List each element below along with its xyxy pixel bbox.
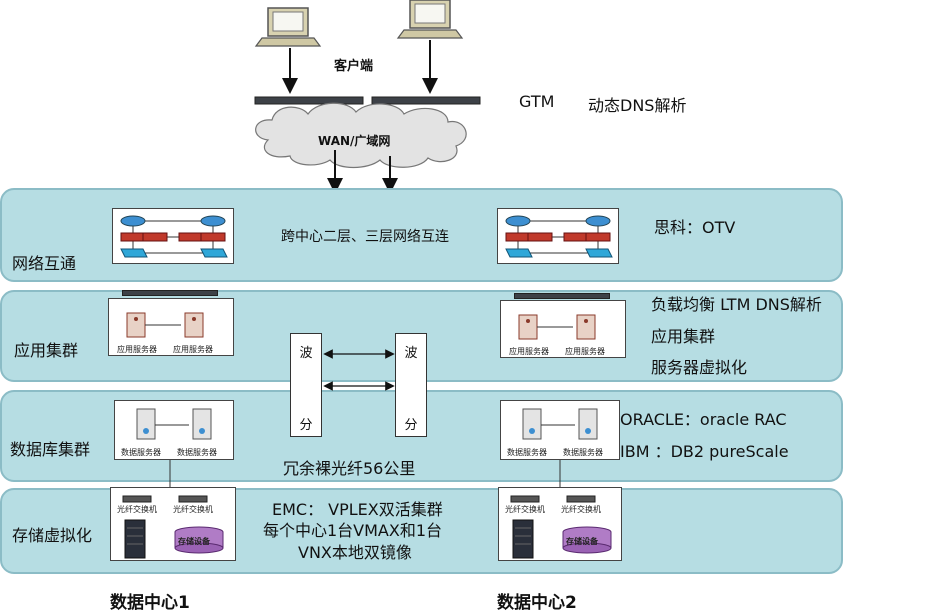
- db-note-ibm: IBM ：DB2 pureScale: [620, 442, 789, 461]
- storage-center-line-3: VNX本地双镜像: [298, 543, 412, 562]
- dc1-app-servers: 应用服务器 应用服务器: [108, 298, 234, 356]
- app-server-icon: [518, 314, 596, 340]
- datacenter-1-label: 数据中心1: [110, 593, 190, 613]
- fc-switch-caption: 光纤交换机: [505, 505, 545, 514]
- app-server-caption: 应用服务器: [565, 347, 605, 356]
- dc1-db-servers: 数据服务器 数据服务器: [114, 400, 234, 460]
- app-note-virt: 服务器虚拟化: [651, 358, 748, 377]
- network-layer-label: 网络互通: [12, 254, 77, 273]
- wave-char-top: 波: [299, 346, 313, 361]
- wave-char-bottom: 分: [299, 418, 313, 433]
- app-note-lb: 负载均衡 LTM DNS解析: [651, 295, 822, 314]
- dc1-storage-devices: 光纤交换机 光纤交换机 存储设备: [110, 487, 236, 561]
- db-server-caption: 数据服务器: [563, 448, 603, 457]
- db-layer-label: 数据库集群: [10, 440, 91, 459]
- top-graphics: [254, 0, 481, 194]
- client-label: 客户端: [334, 59, 374, 74]
- db-server-caption: 数据服务器: [507, 448, 547, 457]
- network-topology-icon: [505, 215, 613, 258]
- dc1-load-balancer: [122, 290, 218, 296]
- fc-switch-caption: 光纤交换机: [173, 505, 213, 514]
- storage-layer-label: 存储虚拟化: [12, 526, 93, 545]
- dc2-load-balancer: [514, 293, 610, 299]
- network-topology-icon: [120, 215, 228, 258]
- wave-char-top: 波: [404, 346, 418, 361]
- app-server-icon: [126, 312, 204, 338]
- db-server-icon: [136, 408, 212, 440]
- storage-icon: [510, 495, 612, 559]
- storage-icon: [122, 495, 224, 559]
- gtm-appliance-right: [371, 96, 481, 105]
- client-computer-icon: [396, 0, 464, 39]
- dc2-db-servers: 数据服务器 数据服务器: [500, 400, 620, 460]
- db-server-caption: 数据服务器: [121, 448, 161, 457]
- fc-switch-caption: 光纤交换机: [117, 505, 157, 514]
- app-server-caption: 应用服务器: [509, 347, 549, 356]
- gtm-label: GTM: [519, 92, 555, 111]
- wave-division-left: 波 分: [290, 333, 322, 437]
- datacenter-2-label: 数据中心2: [497, 593, 577, 613]
- wan-label: WAN/广域网: [318, 134, 391, 148]
- wave-char-bottom: 分: [404, 418, 418, 433]
- storage-center-line-1: EMC： VPLEX双活集群: [272, 500, 443, 519]
- dc2-app-servers: 应用服务器 应用服务器: [500, 300, 626, 358]
- db-server-caption: 数据服务器: [177, 448, 217, 457]
- fc-switch-caption: 光纤交换机: [561, 505, 601, 514]
- network-center-text: 跨中心二层、三层网络互连: [281, 229, 449, 245]
- dc2-storage-devices: 光纤交换机 光纤交换机 存储设备: [498, 487, 622, 561]
- storage-device-caption: 存储设备: [178, 537, 210, 546]
- network-note: 思科：OTV: [654, 218, 736, 237]
- db-server-icon: [522, 408, 598, 440]
- app-server-caption: 应用服务器: [173, 345, 213, 354]
- wave-arrows: [323, 349, 395, 391]
- db-storage-connectors: [169, 460, 561, 490]
- db-note-oracle: ORACLE：oracle RAC: [620, 410, 787, 429]
- client-computer-icon: [254, 7, 322, 47]
- dc1-network-topology: [112, 208, 234, 264]
- wan-cloud-icon: [255, 102, 467, 169]
- app-server-caption: 应用服务器: [117, 345, 157, 354]
- wave-division-right: 波 分: [395, 333, 427, 437]
- dc2-network-topology: [497, 208, 619, 264]
- fiber-text: 冗余裸光纤56公里: [283, 459, 416, 478]
- storage-center-line-2: 每个中心1台VMAX和1台: [263, 521, 443, 540]
- app-note-cluster: 应用集群: [651, 327, 716, 346]
- dns-label: 动态DNS解析: [588, 96, 687, 115]
- storage-device-caption: 存储设备: [566, 537, 598, 546]
- app-layer-label: 应用集群: [14, 341, 79, 360]
- gtm-appliance-left: [254, 96, 364, 105]
